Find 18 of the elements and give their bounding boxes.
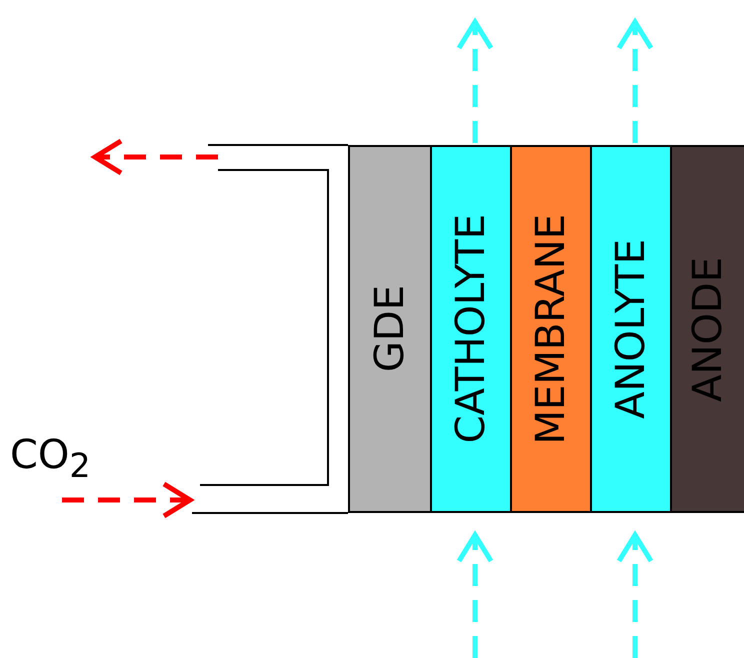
layer-label: CATHOLYTE (448, 214, 494, 444)
layer-label: GDE (367, 285, 413, 373)
flow-arrow (92, 138, 218, 176)
layer-label: ANOLYTE (608, 239, 654, 419)
gas-channel-drawing (191, 144, 349, 514)
flow-arrow (456, 532, 494, 658)
electrode-layer (670, 145, 744, 513)
flow-arrow (616, 532, 654, 658)
layer-label: MEMBRANE (528, 214, 574, 444)
flow-arrow (616, 20, 654, 143)
electrode-layer (348, 145, 432, 513)
edge-label: CO$_{2}$ (10, 432, 91, 485)
electrolyte-layer (430, 145, 512, 513)
flow-arrow (62, 482, 192, 518)
flow-arrow (456, 20, 494, 143)
membrane-layer (510, 145, 592, 513)
layer-label: ANODE (685, 256, 731, 402)
electrolyte-layer (590, 145, 672, 513)
